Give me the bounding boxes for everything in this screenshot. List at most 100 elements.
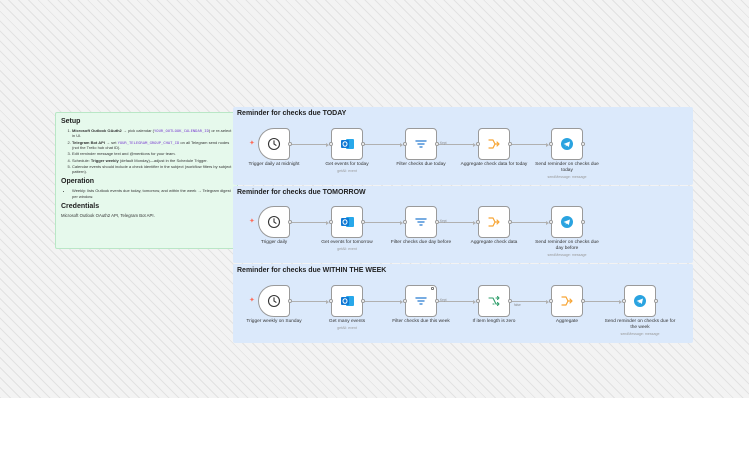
input-port[interactable] xyxy=(329,142,333,146)
connection-edge[interactable] xyxy=(512,222,547,223)
outlook-icon xyxy=(340,294,355,308)
node-aggregate[interactable] xyxy=(478,128,510,160)
node-subtitle: sendMessage: message xyxy=(547,253,587,257)
node-clock[interactable] xyxy=(258,128,290,160)
clock-icon xyxy=(267,294,281,308)
connection-edge[interactable] xyxy=(292,301,327,302)
node-label: Send reminder on checks due day before xyxy=(535,240,599,251)
connection-edge[interactable] xyxy=(512,144,547,145)
arrow-head-icon xyxy=(400,142,403,147)
input-port[interactable] xyxy=(622,299,626,303)
output-port[interactable] xyxy=(435,220,439,224)
edge-label-kept: Kept xyxy=(440,141,447,145)
connection-edge[interactable] xyxy=(512,301,547,302)
input-port[interactable] xyxy=(403,299,407,303)
input-port[interactable] xyxy=(403,220,407,224)
node-label: Filter checks due this week xyxy=(392,319,450,324)
connection-edge[interactable] xyxy=(365,144,401,145)
node-label: Send reminder on checks due today xyxy=(535,162,599,173)
node-clock[interactable] xyxy=(258,285,290,317)
connection-edge[interactable] xyxy=(585,301,620,302)
trigger-bolt-icon: ✦ xyxy=(249,297,255,304)
aggregate-icon xyxy=(487,137,501,151)
clock-icon xyxy=(267,215,281,229)
node-filter[interactable] xyxy=(405,285,437,317)
workflow-canvas[interactable]: Setup Microsoft Outlook OAuth2 → pick ca… xyxy=(0,0,749,398)
output-port[interactable] xyxy=(361,220,365,224)
node-outlook[interactable] xyxy=(331,128,363,160)
input-port[interactable] xyxy=(476,220,480,224)
node-label: Filter checks due today xyxy=(396,162,446,167)
input-port[interactable] xyxy=(329,299,333,303)
connection-edge[interactable] xyxy=(292,222,327,223)
arrow-head-icon xyxy=(326,220,329,225)
output-port[interactable] xyxy=(654,299,658,303)
trigger-bolt-icon: ✦ xyxy=(249,218,255,225)
arrow-head-icon xyxy=(546,299,549,304)
arrow-head-icon xyxy=(473,142,476,147)
input-port[interactable] xyxy=(476,142,480,146)
output-port[interactable] xyxy=(508,220,512,224)
node-telegram[interactable] xyxy=(551,206,583,238)
output-port[interactable] xyxy=(361,299,365,303)
filter-icon xyxy=(414,215,428,229)
input-port[interactable] xyxy=(476,299,480,303)
connection-edge[interactable] xyxy=(439,144,474,145)
node-filter[interactable] xyxy=(405,206,437,238)
input-port[interactable] xyxy=(403,142,407,146)
node-if[interactable] xyxy=(478,285,510,317)
output-port[interactable] xyxy=(581,299,585,303)
sticky-note[interactable]: Setup Microsoft Outlook OAuth2 → pick ca… xyxy=(55,112,238,249)
setup-item-2: Telegram Bot API → set YOUR_TELEGRAM_GRO… xyxy=(72,140,232,150)
node-outlook[interactable] xyxy=(331,285,363,317)
output-port[interactable] xyxy=(508,142,512,146)
node-label: Trigger daily at midnight xyxy=(248,162,300,167)
setup-item-code: YOUR_TELEGRAM_GROUP_CHAT_ID xyxy=(117,139,180,145)
node-label: Trigger weekly on Sunday xyxy=(246,319,302,324)
output-port[interactable] xyxy=(288,142,292,146)
section-title: Reminder for checks due WITHIN THE WEEK xyxy=(237,267,387,274)
node-filter[interactable] xyxy=(405,128,437,160)
setup-item-3: Edit reminder message text and @mentions… xyxy=(72,151,232,156)
trigger-bolt-icon: ✦ xyxy=(249,140,255,147)
output-port[interactable] xyxy=(361,142,365,146)
if-icon xyxy=(487,294,501,308)
node-label: Aggregate check data xyxy=(470,240,518,245)
output-port[interactable] xyxy=(435,142,439,146)
connection-edge[interactable] xyxy=(439,301,474,302)
input-port[interactable] xyxy=(329,220,333,224)
node-aggregate[interactable] xyxy=(478,206,510,238)
input-port[interactable] xyxy=(549,220,553,224)
node-label: Send reminder on checks due for the week xyxy=(604,319,676,330)
output-port[interactable] xyxy=(581,142,585,146)
input-port[interactable] xyxy=(549,142,553,146)
node-clock[interactable] xyxy=(258,206,290,238)
telegram-icon xyxy=(633,294,647,308)
setup-item-strong: Telegram Bot API xyxy=(72,139,105,145)
node-telegram[interactable] xyxy=(551,128,583,160)
telegram-icon xyxy=(560,215,574,229)
connection-edge[interactable] xyxy=(365,301,401,302)
output-port[interactable] xyxy=(508,299,512,303)
arrow-head-icon xyxy=(473,220,476,225)
connection-edge[interactable] xyxy=(439,222,474,223)
arrow-head-icon xyxy=(400,299,403,304)
output-port[interactable] xyxy=(288,299,292,303)
setup-item-5: Calendar events should include a check i… xyxy=(72,164,232,174)
node-aggregate[interactable] xyxy=(551,285,583,317)
node-label: Get events for tomorrow xyxy=(321,240,373,245)
credentials-heading: Credentials xyxy=(61,202,100,210)
output-port[interactable] xyxy=(435,299,439,303)
output-port[interactable] xyxy=(581,220,585,224)
setup-item-text: on all Telegram send nodes (not the Trel… xyxy=(72,139,230,150)
telegram-icon xyxy=(560,137,574,151)
input-port[interactable] xyxy=(549,299,553,303)
connection-edge[interactable] xyxy=(292,144,327,145)
output-port[interactable] xyxy=(288,220,292,224)
node-outlook[interactable] xyxy=(331,206,363,238)
node-telegram[interactable] xyxy=(624,285,656,317)
connection-edge[interactable] xyxy=(365,222,401,223)
